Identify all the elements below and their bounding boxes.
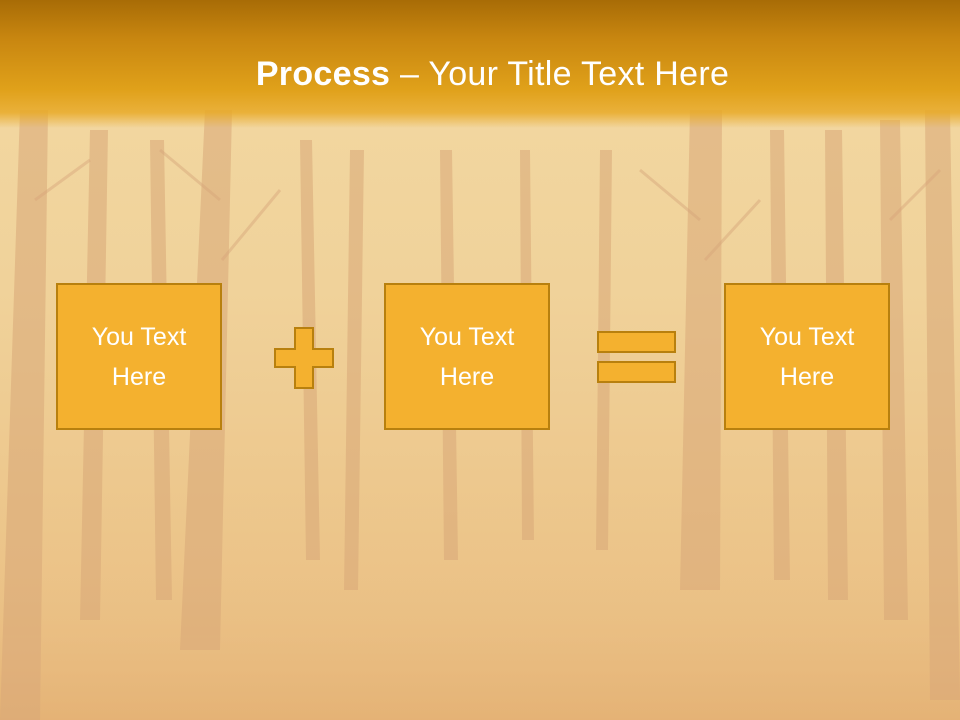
title-band <box>0 0 960 128</box>
equals-icon <box>597 331 676 383</box>
process-box-1: You Text Here <box>56 283 222 430</box>
process-box-2-text: You Text Here <box>419 322 515 391</box>
plus-icon <box>274 327 334 389</box>
process-box-3: You Text Here <box>724 283 890 430</box>
process-box-3-text: You Text Here <box>759 322 855 391</box>
process-box-1-text: You Text Here <box>91 322 187 391</box>
process-box-2: You Text Here <box>384 283 550 430</box>
title-rest-part: – Your Title Text Here <box>390 55 730 93</box>
title-bold-part: Process <box>255 55 391 93</box>
slide-title: Process – Your Title Text Here <box>0 50 960 98</box>
